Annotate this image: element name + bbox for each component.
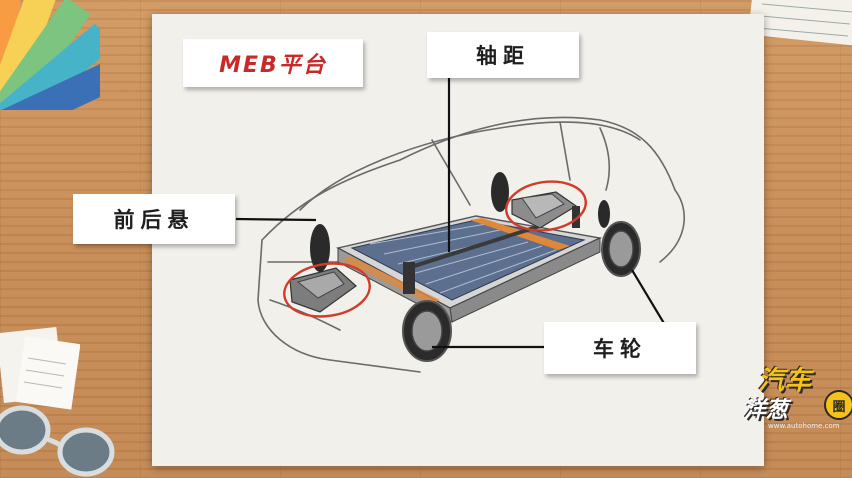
logo-text-line1: 汽车 bbox=[758, 366, 813, 396]
sticky-notes bbox=[0, 327, 80, 410]
brand-watermark-logo: 汽车 洋葱 圈 www.autohome.com bbox=[738, 350, 852, 446]
wheels-label: 车轮 bbox=[544, 322, 696, 374]
wheelbase-label: 轴距 bbox=[427, 32, 579, 78]
sunglasses bbox=[0, 405, 115, 477]
color-swatch-fan bbox=[0, 0, 100, 110]
platform-label: MEB平台 bbox=[183, 39, 363, 87]
logo-text-line2: 洋葱 bbox=[744, 398, 789, 423]
notebook-paper-corner bbox=[748, 0, 852, 47]
logo-badge: 圈 bbox=[824, 390, 852, 420]
logo-url: www.autohome.com bbox=[768, 422, 840, 430]
suspension-label: 前后悬 bbox=[73, 194, 235, 244]
